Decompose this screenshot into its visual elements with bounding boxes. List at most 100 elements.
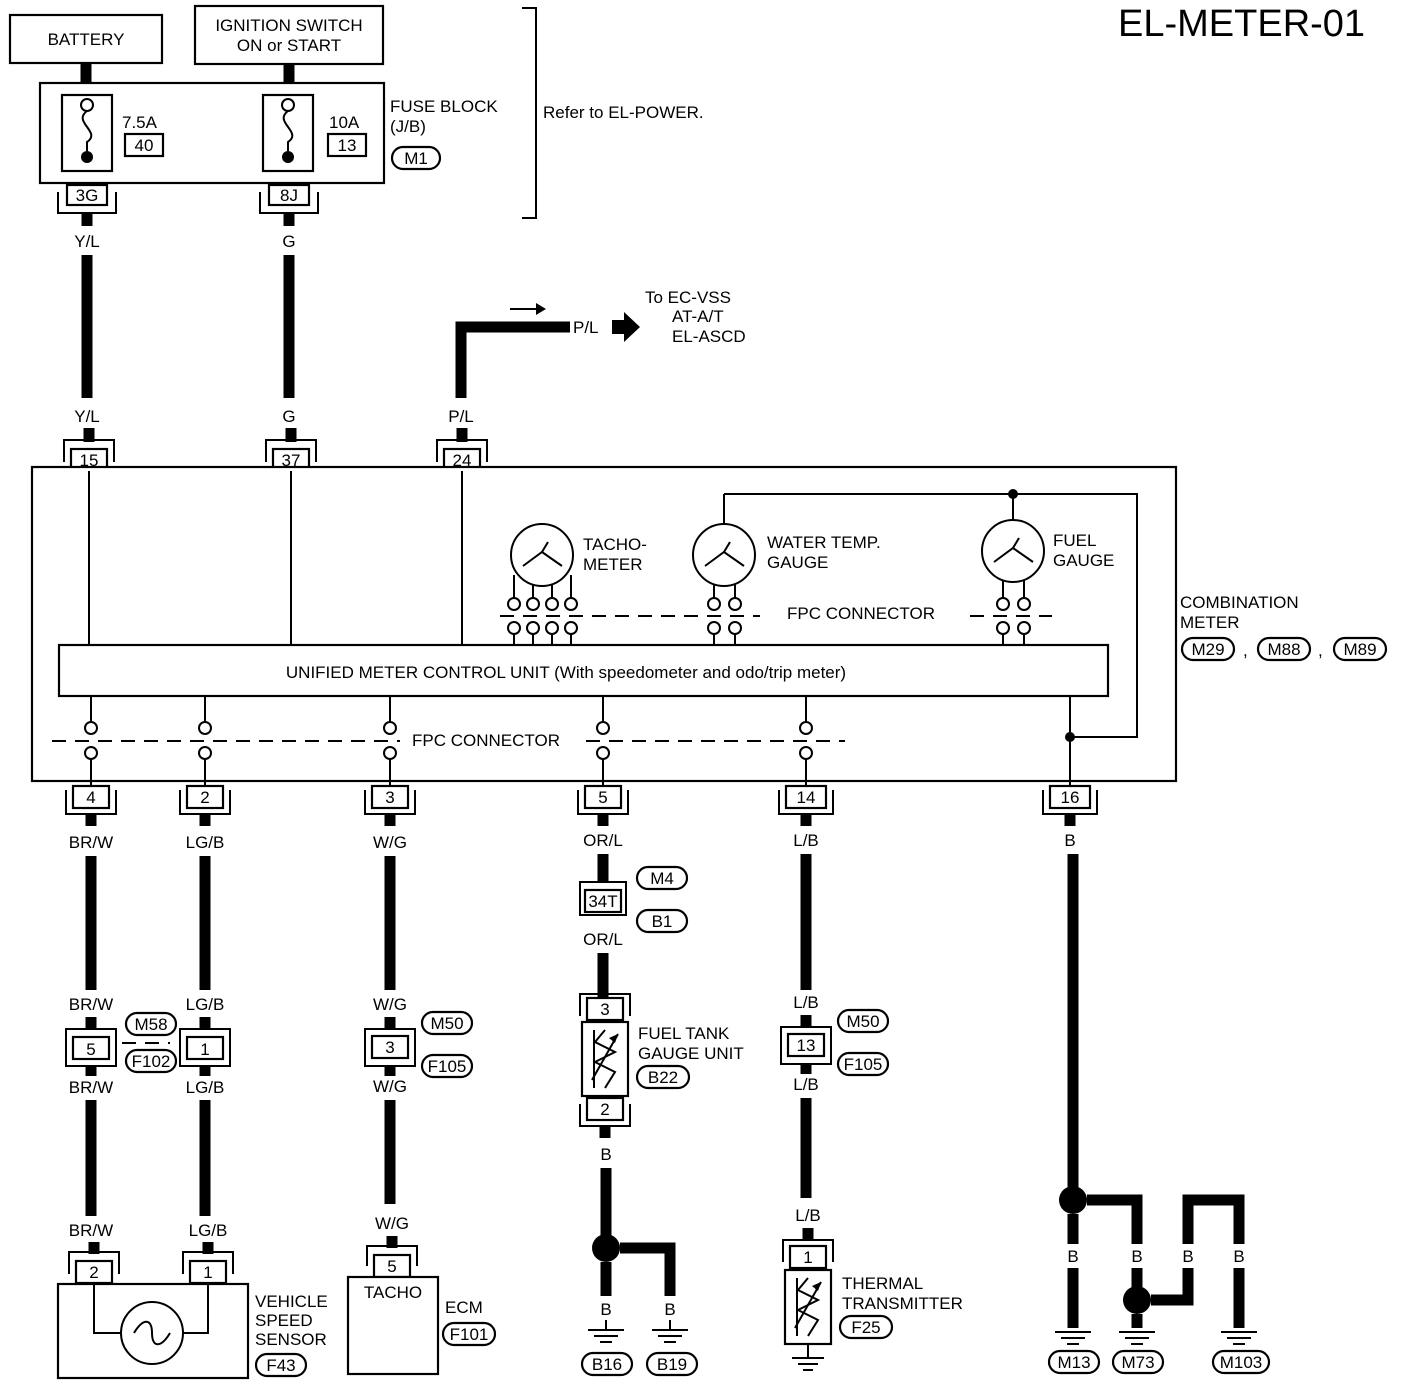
output-pin-3	[364, 784, 416, 826]
m4-label: M4	[650, 869, 674, 888]
wire-orl-label-1: OR/L	[583, 831, 623, 850]
b1-label: B1	[652, 912, 673, 931]
wire-b-m73-link	[1151, 1268, 1194, 1306]
m50-a-pin: 3	[385, 1038, 394, 1057]
battery-box	[8, 13, 164, 65]
wire-lgb-label-2: LG/B	[186, 995, 225, 1014]
tachometer-label-1: TACHO-	[583, 535, 647, 554]
m73-label: M73	[1121, 1353, 1154, 1372]
fpc-lower-label: FPC CONNECTOR	[412, 731, 560, 750]
output-pin-2-label: 2	[200, 788, 209, 807]
f43-badge	[254, 1352, 308, 1378]
wire-wg-label-3: W/G	[373, 1077, 407, 1096]
f101-label: F101	[450, 1325, 489, 1344]
m13-label: M13	[1057, 1353, 1090, 1372]
m13-badge	[1047, 1349, 1101, 1375]
thermal-label-2: TRANSMITTER	[842, 1294, 963, 1313]
wire-pl	[455, 321, 570, 398]
wire-b-fuel-label: B	[600, 1145, 611, 1164]
m50-a-badge	[420, 1010, 474, 1036]
wire-lgb-label-1: LG/B	[186, 833, 225, 852]
vss-label-1: VEHICLE	[255, 1292, 328, 1311]
power-bracket	[522, 7, 537, 219]
ignition-label-2: ON or START	[237, 36, 341, 55]
wire-lb-label-3: L/B	[793, 1075, 819, 1094]
wire-yl-bottom-label: Y/L	[74, 407, 100, 426]
fuse-block-label-2: (J/B)	[390, 117, 426, 136]
meter-connector-m29-badge	[1180, 636, 1236, 662]
m58-pin-1: 1	[200, 1040, 209, 1059]
battery-label: BATTERY	[48, 30, 125, 49]
fuel-tank-gauge-unit	[579, 993, 631, 1138]
b16-label: B16	[592, 1355, 622, 1374]
m73-badge	[1111, 1349, 1165, 1375]
fuse-13-amp: 10A	[329, 113, 360, 132]
meter-pin-37	[265, 428, 317, 473]
control-unit-label: UNIFIED METER CONTROL UNIT (With speedom…	[286, 663, 846, 682]
wire-pl-branch-label: P/L	[573, 318, 599, 337]
f102-badge	[124, 1048, 178, 1074]
meter-connector-m88-badge	[1256, 636, 1312, 662]
fuse-40-amp: 7.5A	[122, 113, 158, 132]
m58-label: M58	[134, 1015, 167, 1034]
f105-b-badge	[836, 1051, 890, 1077]
m73-link-wire-label: B	[1182, 1247, 1193, 1266]
wire-lgb-label-4: LG/B	[189, 1221, 228, 1240]
direction-arrow-head	[536, 303, 546, 315]
fpc-lower-pins	[84, 696, 1071, 790]
m103-badge	[1211, 1349, 1271, 1375]
output-pin-5-label: 5	[598, 788, 607, 807]
terminal-3g-label: 3G	[76, 186, 99, 205]
fuel-gauge-label-1: FUEL	[1053, 531, 1096, 550]
b16-wire-label: B	[600, 1300, 611, 1319]
meter-pin-15-label: 15	[80, 451, 99, 470]
m4-b1-pin: 34T	[588, 892, 617, 911]
ecm-label: ECM	[445, 1298, 483, 1317]
branch-dest-1: To EC-VSS	[645, 288, 731, 307]
fuel-tank-pin-3: 3	[600, 1000, 609, 1019]
meter-connector-m29: M29	[1191, 640, 1224, 659]
wire-wg-label-1: W/G	[373, 833, 407, 852]
vss-label-2: SPEED	[255, 1311, 313, 1330]
wire-b-m73-upper	[1087, 1194, 1143, 1244]
combination-meter-label-2: METER	[1180, 613, 1240, 632]
wire-brw-label-3: BR/W	[69, 1078, 113, 1097]
fuse-40-num-box	[123, 132, 165, 158]
m73-wire-label: B	[1131, 1247, 1142, 1266]
wire-brw-label-2: BR/W	[69, 995, 113, 1014]
output-pin-3-label: 3	[385, 788, 394, 807]
wire-lb-label-4: L/B	[795, 1206, 821, 1225]
output-pin-14	[778, 784, 834, 826]
wire-wg-label-4: W/G	[375, 1214, 409, 1233]
ground-icon-m73	[1119, 1331, 1155, 1345]
f105-a-badge	[420, 1053, 474, 1079]
connector-m58-f102	[65, 1017, 231, 1076]
wire-b-m103-upper	[1182, 1194, 1245, 1244]
vss-label-3: SENSOR	[255, 1330, 327, 1349]
thermal-label-1: THERMAL	[842, 1274, 923, 1293]
ecm-pin: 5	[387, 1257, 396, 1276]
output-pin-16-label: 16	[1061, 788, 1080, 807]
branch-arrow-icon	[612, 312, 640, 342]
fpc-upper-label: FPC CONNECTOR	[787, 604, 935, 623]
diagram-title: EL-METER-01	[1118, 3, 1365, 45]
output-pin-16	[1042, 784, 1098, 826]
m50-b-pin: 13	[797, 1036, 816, 1055]
f25-badge	[838, 1314, 894, 1340]
wire-brw-label-4: BR/W	[69, 1221, 113, 1240]
m50-b-label: M50	[846, 1012, 879, 1031]
ground-icon-m13	[1055, 1331, 1091, 1345]
m13-wire-label: B	[1067, 1247, 1078, 1266]
terminal-8j	[259, 183, 319, 226]
meter-ground-splice	[1059, 1186, 1087, 1214]
vss-pin-1: 1	[203, 1263, 212, 1282]
meter-connector-m88: M88	[1267, 640, 1300, 659]
meter-pin-37-label: 37	[282, 451, 301, 470]
meter-comma-1: ,	[1243, 641, 1248, 660]
m58-badge	[124, 1011, 178, 1037]
vss-pin-2: 2	[89, 1263, 98, 1282]
fuel-tank-label-1: FUEL TANK	[638, 1024, 730, 1043]
thermal-pin: 1	[803, 1248, 812, 1267]
f105-b-label: F105	[844, 1055, 883, 1074]
